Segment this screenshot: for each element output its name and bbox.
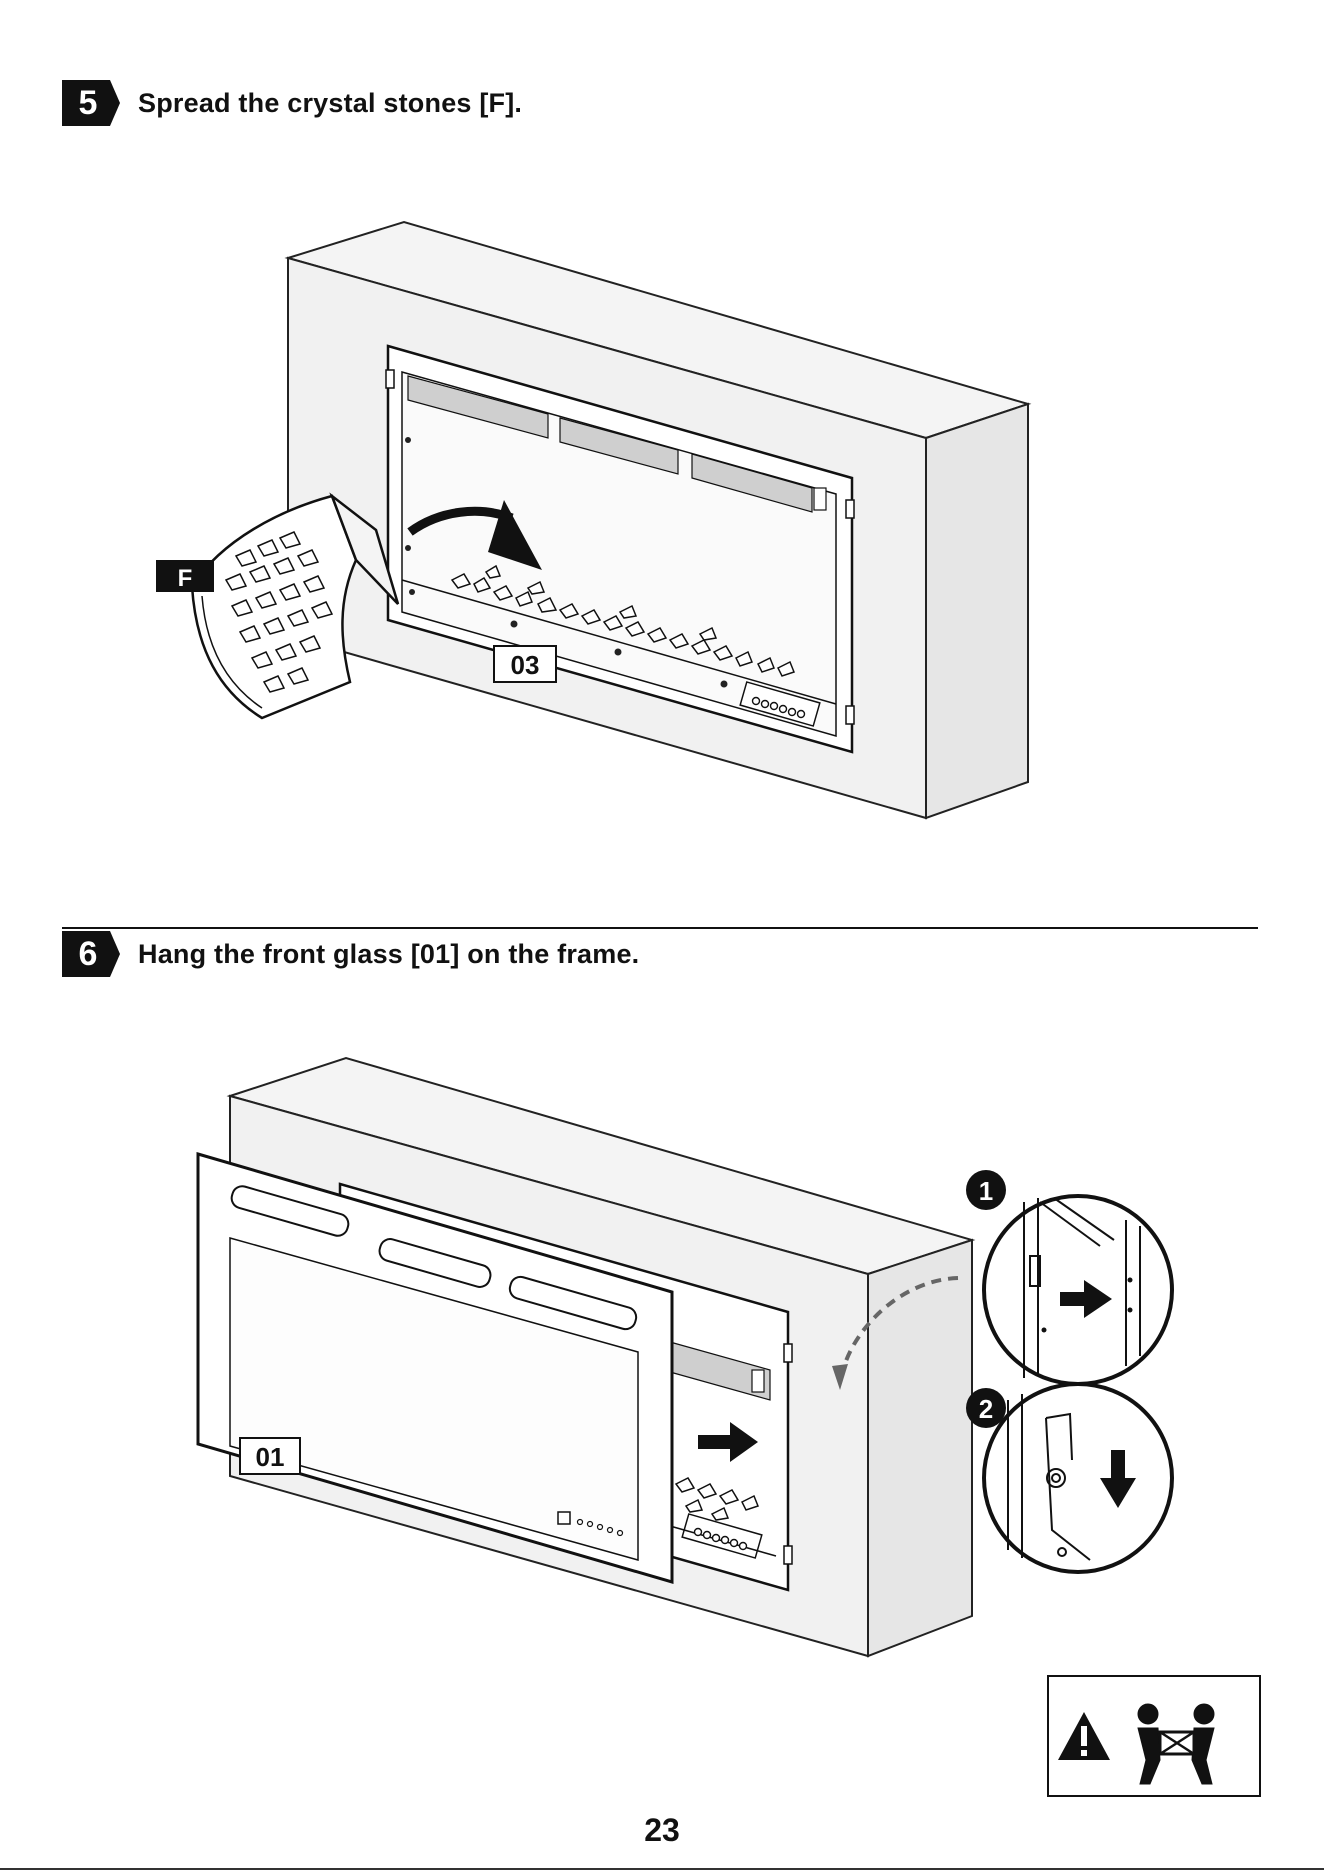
step-6-header: 6 Hang the front glass [01] on the frame… [62, 931, 639, 977]
part-01-label: 01 [240, 1438, 300, 1474]
detail-badge-1: 1 [966, 1170, 1006, 1210]
part-f-label: F [156, 560, 214, 592]
bottom-rule [0, 1868, 1324, 1870]
section-divider [62, 927, 1258, 929]
page-number: 23 [0, 1812, 1324, 1849]
detail-circle-2 [984, 1384, 1172, 1572]
part-01-text: 01 [256, 1442, 285, 1472]
detail-badge-2: 2 [966, 1388, 1006, 1428]
step-6-title: Hang the front glass [01] on the frame. [138, 939, 639, 970]
part-03-label: 03 [494, 646, 556, 682]
detail-badge-2-text: 2 [979, 1394, 993, 1424]
detail-circle-1 [984, 1196, 1172, 1384]
two-person-warning-box [1048, 1676, 1260, 1796]
detail-badge-1-text: 1 [979, 1176, 993, 1206]
step-6-illustration: 01 1 [0, 1030, 1324, 1830]
part-f-text: F [178, 565, 193, 592]
part-03-text: 03 [511, 650, 540, 680]
step-5-illustration: F 03 [0, 0, 1324, 880]
step-6-badge: 6 [62, 931, 120, 977]
step-6-number: 6 [62, 931, 114, 977]
